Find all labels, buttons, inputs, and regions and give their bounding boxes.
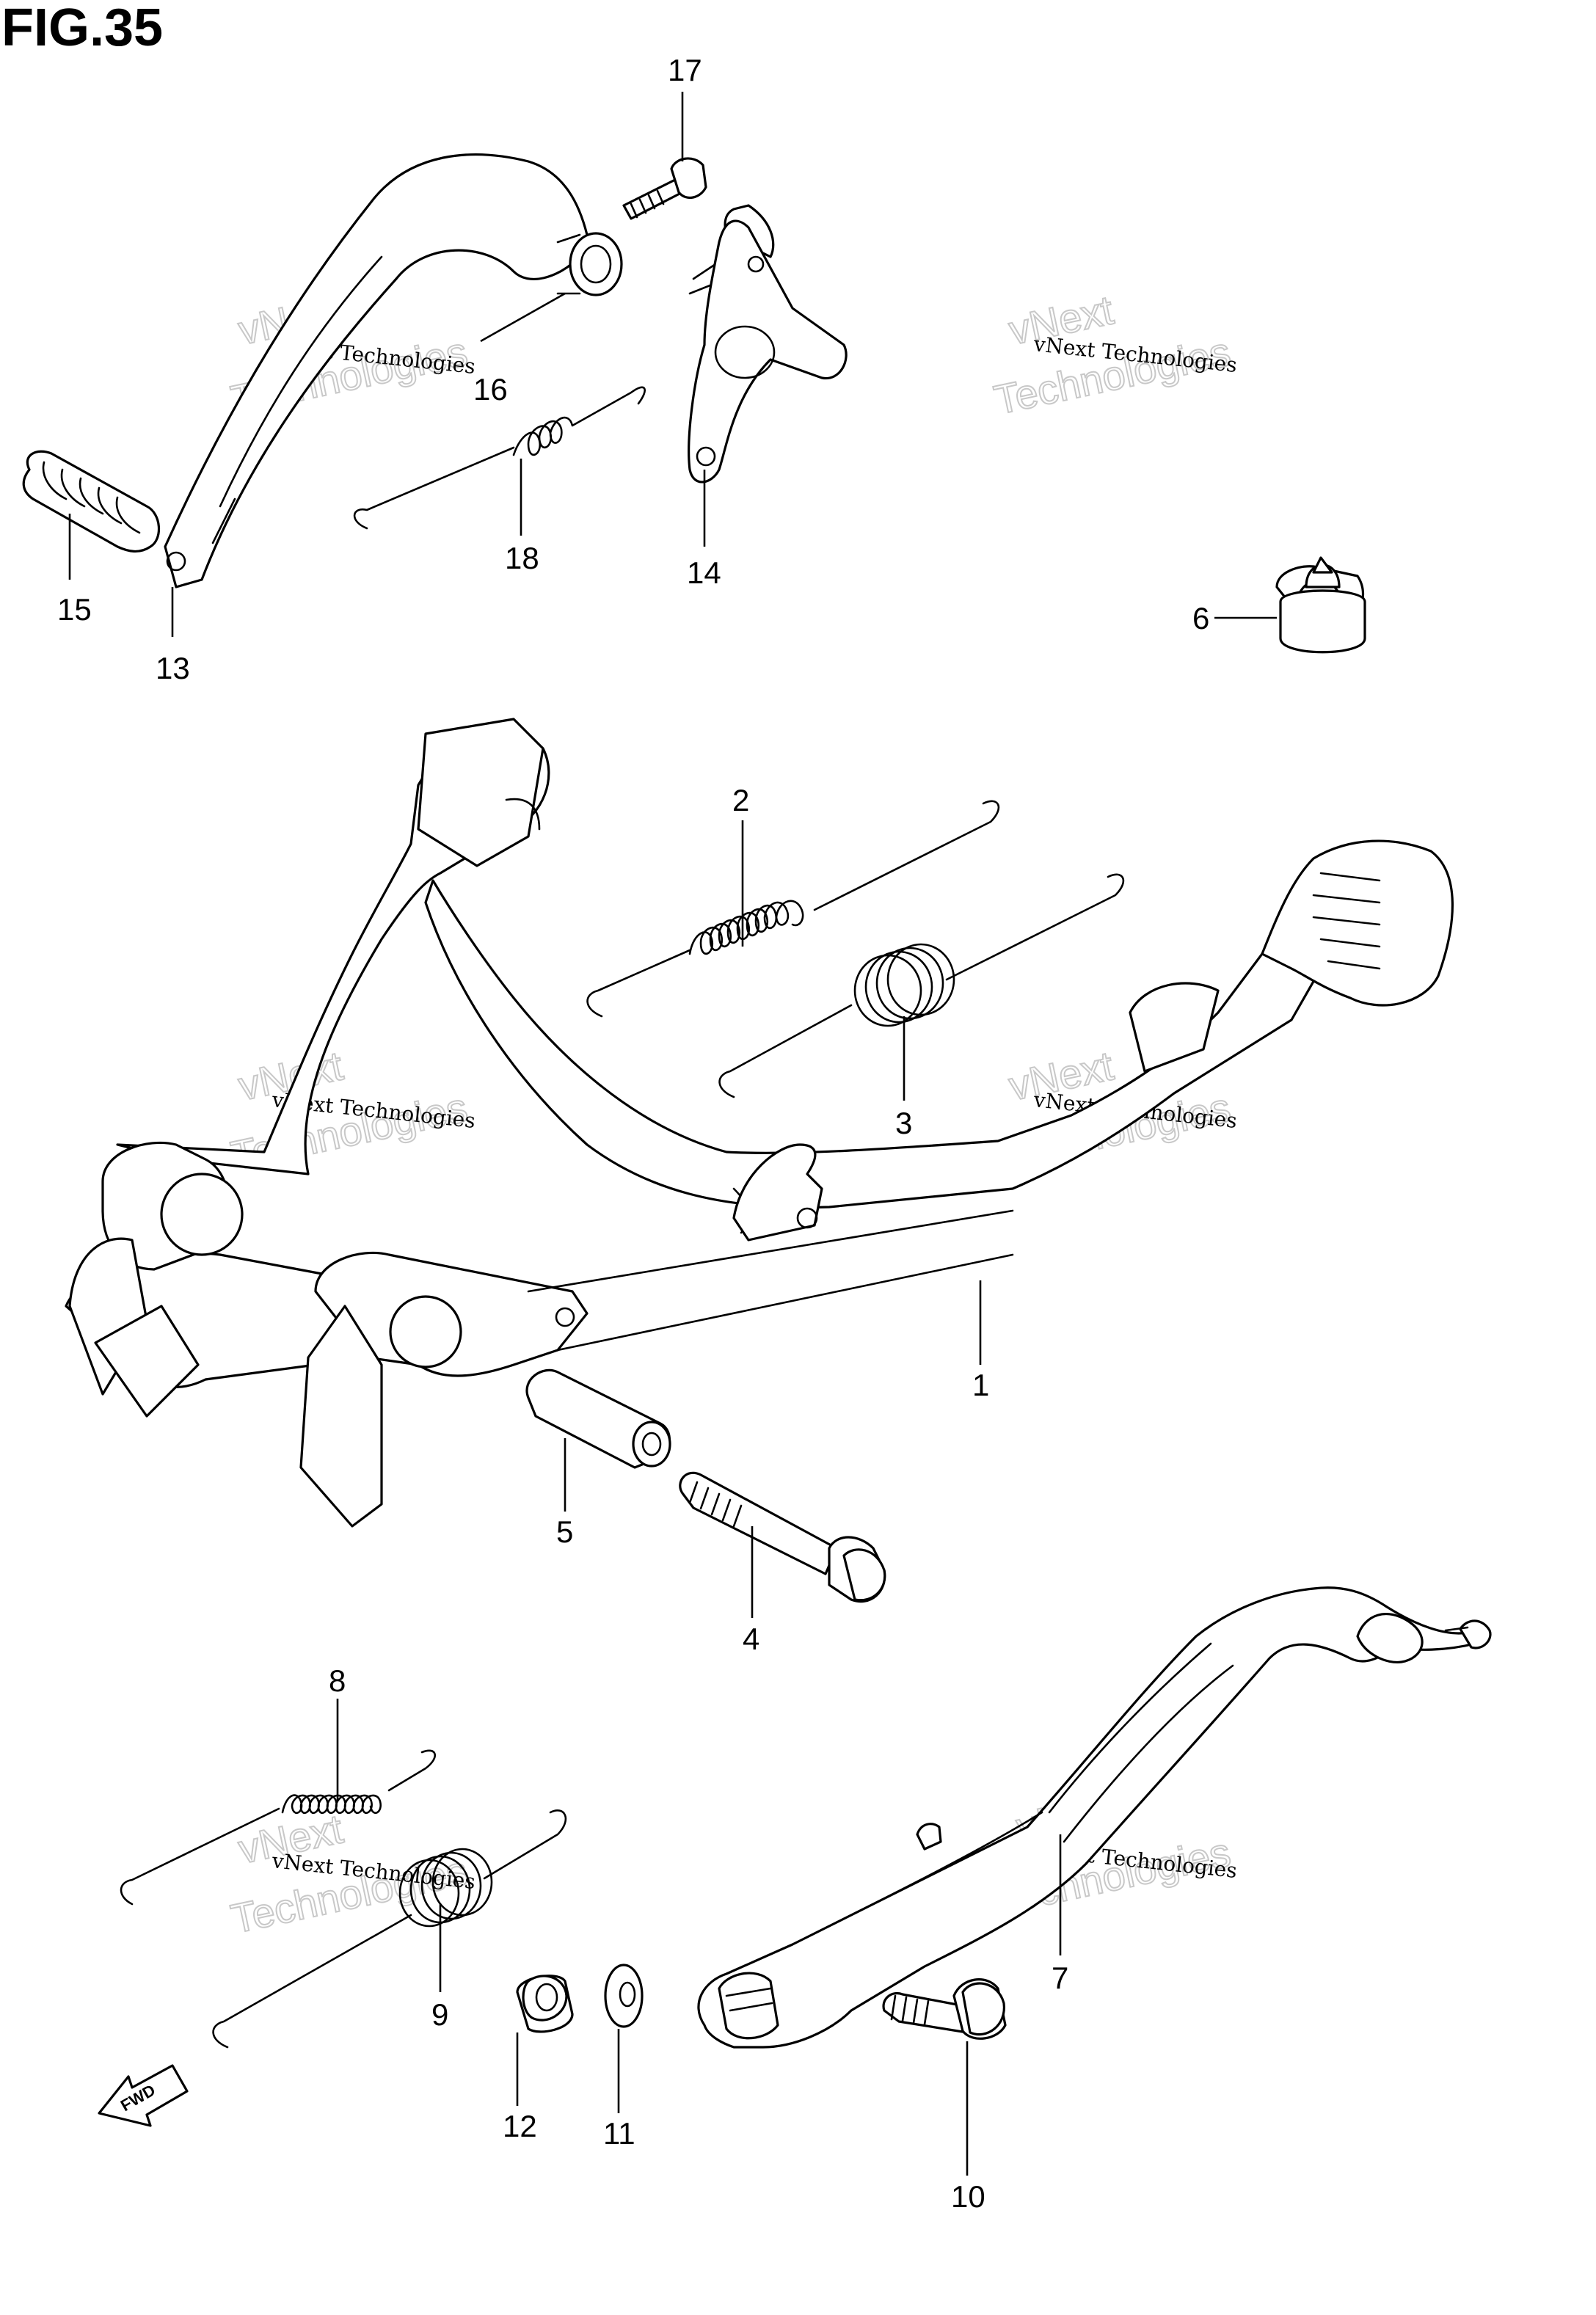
leader-lines <box>68 92 1277 2176</box>
part-1-center-stand <box>65 718 1454 1528</box>
callout-10: 10 <box>951 2179 985 2214</box>
callout-14: 14 <box>687 555 721 590</box>
callout-16: 16 <box>473 372 508 407</box>
callout-2: 2 <box>732 783 749 817</box>
part-12-nut <box>516 1975 574 2033</box>
callout-12: 12 <box>503 2109 537 2143</box>
part-11-washer <box>604 1964 644 2028</box>
part-4-long-bolt <box>679 1471 886 1603</box>
callout-8: 8 <box>329 1663 346 1698</box>
callout-1: 1 <box>972 1368 989 1402</box>
figure-title: FIG.35 <box>1 0 163 57</box>
callout-11: 11 <box>603 2116 635 2151</box>
part-14-pivot-plate <box>688 204 848 484</box>
part-18-spring <box>353 386 646 530</box>
part-5-pivot-sleeve <box>525 1368 671 1469</box>
fwd-direction-arrow: FWD <box>98 2064 189 2127</box>
callout-labels: 17 16 18 14 15 13 6 2 3 1 5 4 8 9 7 12 1… <box>57 53 1209 2214</box>
callout-18: 18 <box>505 541 539 575</box>
callout-3: 3 <box>895 1106 912 1140</box>
callout-15: 15 <box>57 592 92 627</box>
part-15-footpeg-rubber <box>22 450 161 553</box>
callout-5: 5 <box>556 1514 573 1549</box>
part-7-side-stand <box>697 1586 1492 2049</box>
part-16-bushing <box>556 232 623 296</box>
part-17-bolt <box>622 157 707 220</box>
callout-4: 4 <box>743 1622 759 1656</box>
part-10-shoulder-bolt <box>882 1978 1007 2040</box>
callout-7: 7 <box>1052 1961 1068 1995</box>
part-8-spring <box>120 1749 436 1906</box>
callout-9: 9 <box>431 1997 448 2032</box>
part-6-rubber-stopper <box>1275 556 1366 654</box>
callout-6: 6 <box>1192 601 1209 635</box>
part-3-torsion-spring <box>718 873 1125 1098</box>
callout-13: 13 <box>156 651 190 685</box>
callout-17: 17 <box>668 53 702 87</box>
watermark-top-right: vNext Technologies vNext Technologies <box>989 285 1238 423</box>
part-2-spring <box>586 800 1000 1018</box>
